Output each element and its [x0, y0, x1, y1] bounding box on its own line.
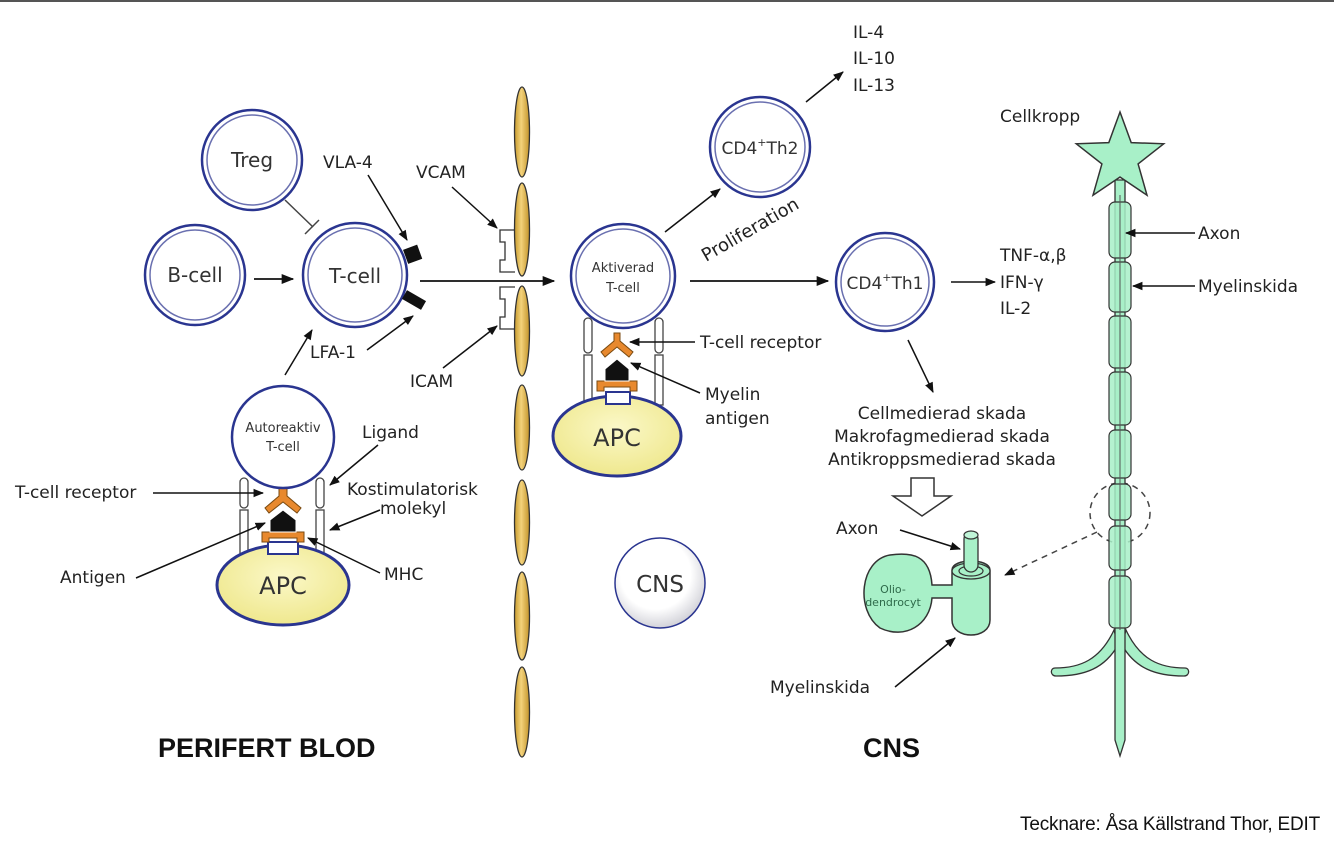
- damage-label-1: Cellmedierad skada: [858, 404, 1026, 424]
- th2-cytokine-arrow: [805, 71, 844, 103]
- autoreactive-label-2: T-cell: [265, 440, 300, 455]
- th2-label-main: CD4: [722, 139, 758, 159]
- myelin-small-arrow: [894, 637, 956, 688]
- bcell-label: B-cell: [167, 263, 222, 287]
- th1-label-main: CD4: [847, 274, 883, 294]
- treg-cell: Treg: [200, 108, 304, 212]
- vcam-label: VCAM: [416, 163, 466, 183]
- costim-label-2: molekyl: [380, 499, 446, 519]
- cd4-th2-cell: CD4+Th2: [708, 95, 812, 199]
- th1-label-sup: +: [882, 271, 891, 284]
- ifn-label: IFN-γ: [1000, 273, 1044, 293]
- damage-label-2: Makrofagmedierad skada: [834, 427, 1050, 447]
- left-immune-synapse: Autoreaktiv T-cell APC: [215, 384, 351, 627]
- treg-inhibition: [284, 199, 320, 235]
- tcr-left-label: T-cell receptor: [14, 483, 136, 503]
- lfa1-receptor: [401, 290, 427, 310]
- vcam-arrow: [451, 186, 498, 229]
- il4-label: IL-4: [853, 23, 884, 43]
- th2-label-sup: +: [757, 136, 766, 149]
- antigen-label: Antigen: [60, 568, 126, 588]
- endothelial-cell: [513, 285, 531, 377]
- cns-cell: CNS: [614, 537, 706, 629]
- il13-label: IL-13: [853, 76, 895, 96]
- axon-small-label: Axon: [836, 519, 878, 539]
- vla4-receptor: [403, 244, 423, 264]
- icam-molecule: [499, 286, 515, 330]
- th1-label-tail: Th1: [891, 274, 924, 294]
- myelin-small-label: Myelinskida: [770, 678, 870, 698]
- lfa1-label: LFA-1: [310, 343, 356, 363]
- hollow-down-arrow: [890, 477, 954, 517]
- t-cell: T-cell: [301, 221, 409, 329]
- tcr-right-label: T-cell receptor: [699, 333, 821, 353]
- vla4-label: VLA-4: [323, 153, 373, 173]
- apc-right-label: APC: [593, 424, 641, 452]
- svg-text:CD4+Th1: CD4+Th1: [847, 271, 924, 294]
- tcell-label: T-cell: [328, 264, 381, 288]
- oligodendrocyte: Olio- dendrocyt: [863, 530, 991, 636]
- myelin-antigen-label-1: Myelin: [705, 385, 760, 405]
- endothelial-cell: [513, 384, 531, 471]
- antigen-arrow: [135, 522, 266, 579]
- oligo-label-1: Olio-: [880, 583, 906, 596]
- autoreactive-tcell: [230, 384, 336, 490]
- endothelial-cell: [513, 571, 531, 661]
- costim-arrow: [329, 509, 381, 531]
- tnf-label: TNF-α,β: [999, 246, 1066, 266]
- blood-brain-barrier: [513, 86, 531, 758]
- cell-body-label: Cellkropp: [1000, 107, 1080, 127]
- proliferation-arrow: [664, 188, 721, 233]
- endothelial-cell: [513, 666, 531, 758]
- il10-label: IL-10: [853, 49, 895, 69]
- top-border: [0, 0, 1334, 2]
- th1-to-damage-arrow: [907, 339, 934, 393]
- cd4-th1-cell: CD4+Th1: [834, 231, 936, 333]
- activated-label-1: Aktiverad: [592, 261, 654, 276]
- ligand-arrow: [329, 444, 379, 486]
- myelin-antigen-arrow: [630, 362, 701, 394]
- th2-label-tail: Th2: [766, 139, 799, 159]
- cell-body-star: [1074, 109, 1166, 197]
- autoreactive-label-1: Autoreaktiv: [245, 421, 320, 436]
- icam-arrow: [442, 325, 498, 369]
- neuron: [1050, 109, 1190, 759]
- section-title-cns: CNS: [863, 733, 920, 763]
- right-immune-synapse: Aktiverad T-cell APC: [551, 222, 683, 478]
- proliferation-label: Proliferation: [698, 194, 803, 267]
- icam-label: ICAM: [410, 372, 453, 392]
- endothelial-cell: [513, 86, 531, 178]
- mhc-arrow: [307, 537, 381, 574]
- myelin-antigen-label-2: antigen: [705, 409, 770, 429]
- cns-cell-label: CNS: [636, 572, 684, 598]
- damage-label-3: Antikroppsmedierad skada: [828, 450, 1056, 470]
- mhc-label: MHC: [384, 565, 423, 585]
- section-title-peripheral: PERIFERT BLOD: [158, 733, 376, 763]
- oligo-label-2: dendrocyt: [865, 596, 921, 609]
- myelin-neuron-label: Myelinskida: [1198, 277, 1298, 297]
- b-cell: B-cell: [143, 223, 247, 327]
- lfa1-arrow: [366, 315, 414, 351]
- ligand-label: Ligand: [362, 423, 419, 443]
- activated-label-2: T-cell: [605, 281, 640, 296]
- endothelial-cell: [513, 479, 531, 566]
- il2-label: IL-2: [1000, 299, 1031, 319]
- costim-label-1: Kostimulatorisk: [347, 480, 478, 500]
- svg-text:CD4+Th2: CD4+Th2: [722, 136, 799, 159]
- autoreactive-to-tcell-arrow: [284, 329, 313, 376]
- endothelial-cell: [513, 182, 531, 277]
- axon-neuron-label: Axon: [1198, 224, 1240, 244]
- vcam-molecule: [499, 229, 515, 273]
- axon-small-arrow: [899, 529, 962, 551]
- magnify-arrow: [1004, 531, 1098, 576]
- vla4-arrow: [367, 174, 408, 241]
- apc-left-label: APC: [259, 572, 307, 600]
- myelin-segments: [1108, 195, 1132, 630]
- illustrator-credit: Tecknare: Åsa Källstrand Thor, EDIT: [1020, 814, 1320, 835]
- treg-label: Treg: [230, 148, 273, 172]
